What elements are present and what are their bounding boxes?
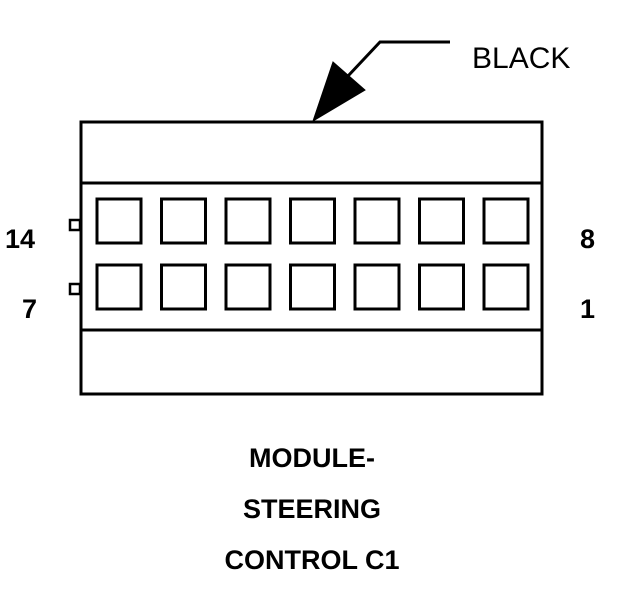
cavity [418, 197, 465, 245]
title-line-2: STEERING [243, 494, 381, 524]
pin-label-8: 8 [580, 224, 595, 254]
cavity [95, 197, 143, 245]
cavity [482, 263, 530, 311]
cavity [353, 197, 401, 245]
cavity [160, 197, 207, 245]
title-line-1: MODULE- [249, 443, 375, 473]
pin-label-1: 1 [580, 294, 595, 324]
wire-color-label: BLACK [472, 42, 570, 75]
cavity [95, 263, 143, 311]
latch-tab-upper [68, 218, 82, 232]
latch-tab-lower [68, 282, 82, 296]
leader-line [346, 40, 450, 78]
cavity [289, 197, 336, 245]
cavity [482, 197, 530, 245]
cavity-grid [95, 197, 530, 311]
pin-label-7: 7 [22, 294, 37, 324]
cavity [160, 263, 207, 311]
pin-label-14: 14 [5, 224, 35, 254]
cavity [224, 263, 272, 311]
cavity [224, 197, 272, 245]
callout-leader [312, 40, 450, 123]
cavity [289, 263, 336, 311]
connector-outline [79, 120, 544, 396]
arrowhead-icon [312, 61, 366, 123]
title-line-3: CONTROL C1 [224, 545, 399, 575]
connector-body [68, 120, 544, 396]
cavity [418, 263, 465, 311]
cavity [353, 263, 401, 311]
